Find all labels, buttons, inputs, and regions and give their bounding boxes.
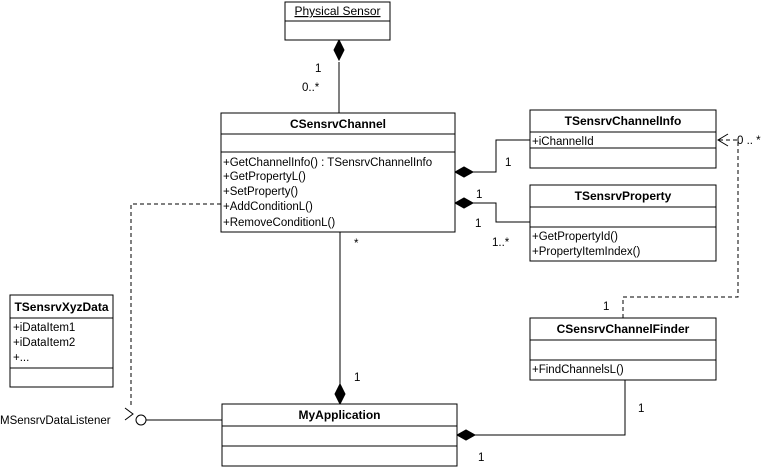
lollipop-interface-icon	[135, 414, 147, 426]
channel-app-association	[334, 225, 346, 406]
sensor-channel-association	[333, 38, 345, 113]
app-finder-association	[455, 380, 626, 441]
method: +FindChannelsL()	[532, 364, 624, 376]
composition-diamond	[455, 429, 477, 441]
method: +SetProperty()	[223, 186, 298, 198]
class-name: Physical Sensor	[294, 4, 380, 18]
attribute: +iChannelId	[532, 136, 594, 148]
attribute: +iDataItem1	[13, 322, 75, 334]
class-name: MyApplication	[298, 408, 380, 422]
multiplicity-label: 1	[315, 63, 321, 75]
method: +RemoveConditionL()	[223, 217, 335, 229]
composition-diamond	[334, 382, 346, 406]
class-physical-sensor: Physical Sensor	[284, 1, 391, 41]
listener-interface: MSensrvDataListener	[0, 203, 222, 427]
multiplicity-label: 1	[505, 157, 511, 169]
multiplicity-label: 1	[603, 301, 609, 313]
multiplicity-label: 1	[476, 189, 482, 201]
multiplicity-label: *	[354, 238, 359, 250]
multiplicity-label: 1	[478, 452, 484, 464]
class-tsensrv-channel-info: TSensrvChannelInfo +iChannelId	[529, 109, 717, 169]
channel-info-association	[453, 139, 530, 178]
class-name: TSensrvChannelInfo	[565, 114, 682, 128]
class-my-application: MyApplication	[221, 403, 458, 467]
multiplicity-label: 1	[475, 218, 481, 230]
class-csensrv-channel-finder: CSensrvChannelFinder +FindChannelsL()	[529, 317, 717, 381]
class-tsensrv-property: TSensrvProperty +GetPropertyId() +Proper…	[529, 184, 717, 262]
class-name: CSensrvChannelFinder	[557, 322, 690, 336]
class-csensrv-channel: CSensrvChannel +GetChannelInfo() : TSens…	[220, 112, 456, 233]
composition-diamond	[453, 197, 475, 209]
composition-diamond	[333, 38, 345, 62]
multiplicity-label: 1	[638, 403, 644, 415]
class-name: TSensrvProperty	[575, 189, 672, 203]
multiplicity-label: 0 .. *	[737, 135, 761, 147]
method: +GetPropertyId()	[532, 231, 618, 243]
class-tsensrv-xyz-data: TSensrvXyzData +iDataItem1 +iDataItem2 +…	[9, 294, 114, 388]
class-name: CSensrvChannel	[290, 117, 386, 131]
multiplicity-label: 1	[354, 372, 360, 384]
channel-property-association	[453, 197, 530, 223]
class-name: TSensrvXyzData	[14, 300, 108, 314]
method: +GetPropertyL()	[223, 171, 306, 183]
composition-diamond	[453, 166, 475, 178]
attribute: +...	[13, 352, 29, 364]
finder-info-dependency	[622, 133, 739, 318]
method: +PropertyItemIndex()	[532, 246, 641, 258]
method: +GetChannelInfo() : TSensrvChannelInfo	[223, 157, 432, 169]
attribute: +iDataItem2	[13, 337, 75, 349]
multiplicity-label: 1..*	[492, 237, 510, 249]
interface-name: MSensrvDataListener	[0, 415, 111, 427]
multiplicity-label: 0..*	[302, 82, 320, 94]
method: +AddConditionL()	[223, 201, 313, 213]
